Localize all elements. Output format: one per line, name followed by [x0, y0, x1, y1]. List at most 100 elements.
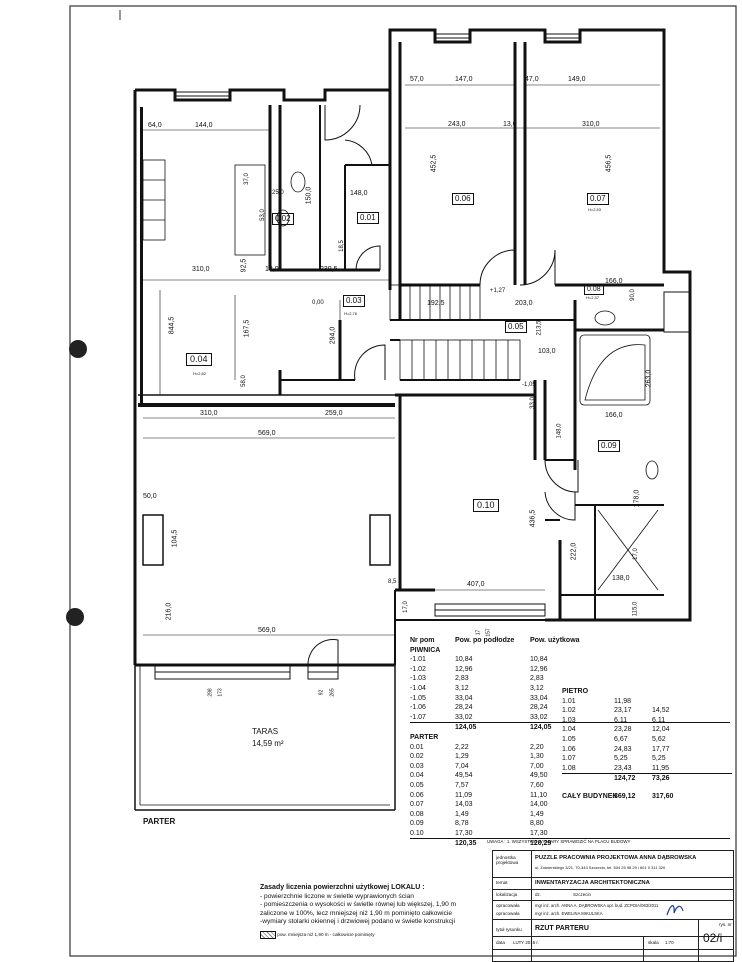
table-cell: 0.04 — [410, 772, 424, 780]
room-height: H=2,76 — [344, 311, 358, 316]
terrace-area: 14,59 m² — [252, 739, 284, 748]
table-cell: -1.07 — [410, 713, 426, 721]
pietro-total: 124,72 73,26 — [562, 773, 732, 784]
table-cell: -1.06 — [410, 704, 426, 712]
table-cell: 28,24 — [530, 704, 548, 712]
dimension: 25,0 — [272, 190, 284, 196]
table-cell: 14,00 — [530, 801, 548, 809]
dimension: 13,0 — [503, 121, 517, 128]
table-cell: 2,83 — [455, 675, 469, 683]
table-cell: 28,24 — [455, 704, 473, 712]
table-cell: 0.06 — [410, 791, 424, 799]
table-cell: 17,30 — [530, 829, 548, 837]
table-cell: 6,11 — [652, 716, 666, 724]
dimension: 147,0 — [455, 76, 473, 83]
table-cell: 1.05 — [562, 735, 576, 743]
dimension: 18,5 — [338, 240, 345, 252]
table-cell: 7,60 — [530, 781, 544, 789]
dimension: 8,5 — [388, 579, 397, 585]
room-height: H=2,53 — [588, 207, 602, 212]
date-label: data — [496, 940, 505, 945]
designer-label: opracowała — [496, 903, 520, 908]
dimension: 37,0 — [243, 173, 250, 185]
dimension: 144,0 — [195, 122, 213, 129]
location-prefix: dz. — [535, 892, 542, 897]
table-cell: 11,10 — [530, 791, 547, 799]
scale: 1:70 — [665, 940, 674, 945]
table-cell: 0.07 — [410, 801, 424, 809]
dimension: 407,0 — [467, 581, 485, 588]
dimension: 178,0 — [633, 489, 641, 508]
room-label: 0.06 — [452, 193, 474, 205]
table-header: Nr pom Pow. po podłodze Pow. użytkowa — [410, 636, 730, 646]
subject: INWENTARYZACJA ARCHITEKTONICZNA — [535, 880, 650, 886]
table-cell: 14,52 — [652, 707, 670, 715]
room-label: 0.07 — [587, 193, 609, 205]
total-floor: 124,72 — [614, 775, 636, 783]
sheet-number: 02/i — [703, 931, 723, 945]
dimension: 222,0 — [570, 542, 578, 561]
table-cell: 11,09 — [455, 791, 472, 799]
building-total: CAŁY BUDYNEK 369,12 317,60 — [562, 792, 732, 802]
binder-hole-top — [69, 340, 87, 358]
parter-total: 120,35 120,29 — [410, 838, 730, 849]
table-cell: 5,62 — [652, 735, 666, 743]
table-cell: 1.03 — [562, 716, 576, 724]
room-label: 0.03 — [343, 295, 365, 307]
table-cell: 23,43 — [614, 764, 632, 772]
binder-hole-bottom — [66, 608, 84, 626]
dimension: 18,0 — [265, 266, 279, 273]
table-cell: 0.08 — [410, 810, 424, 818]
dimension: 166,0 — [605, 278, 623, 285]
table-cell: 12,96 — [455, 665, 473, 673]
dimension: 150,0 — [305, 186, 313, 205]
table-cell: 1.06 — [562, 745, 576, 753]
rules-title: Zasady liczenia powierzchni użytkowej LO… — [260, 884, 425, 891]
rules-legend: pow. mniejsza niż 1,90 m - całkowicie po… — [260, 930, 470, 940]
header-usable-area: Pow. użytkowa — [530, 637, 580, 644]
scale-label: skala — [648, 940, 659, 945]
title-block: jednostka projektowa PUZZLE PRACOWNIA PR… — [492, 850, 734, 962]
table-cell: 5,25 — [614, 755, 628, 763]
table-cell: 23,17 — [614, 707, 632, 715]
hatch-swatch — [260, 930, 276, 939]
dimension: 192,5 — [427, 300, 445, 307]
table-cell: 14,03 — [455, 801, 473, 809]
dimension: 47,0 — [525, 76, 539, 83]
table-cell: 0.10 — [410, 829, 424, 837]
dimension: 310,0 — [192, 266, 210, 273]
table-cell: 2,20 — [530, 743, 544, 751]
table-cell: 5,25 — [652, 755, 666, 763]
rules-line: - powierzchnie liczone w świetle wyprawi… — [260, 892, 414, 900]
table-cell: 2,83 — [530, 675, 544, 683]
dimension: 33,0 — [529, 397, 536, 409]
table-cell: 3,12 — [530, 684, 544, 692]
total-floor: 124,05 — [455, 724, 477, 732]
dimension: 104,5 — [171, 529, 179, 548]
table-cell: 7,00 — [530, 762, 544, 770]
subject-label: temat — [496, 880, 508, 885]
header-nr: Nr pom — [410, 637, 435, 644]
table-cell: 49,54 — [455, 772, 473, 780]
total-usable: 120,29 — [530, 840, 552, 848]
room-label: 0.02 — [272, 213, 294, 225]
walls — [133, 28, 692, 811]
floor-label: PARTER — [143, 817, 176, 826]
assistant-label: opracowała — [496, 911, 520, 916]
dimension: 310,0 — [200, 410, 218, 417]
table-cell: 24,83 — [614, 745, 632, 753]
office-label: jednostka projektowa — [496, 855, 519, 865]
total-floor: 120,35 — [455, 840, 477, 848]
dimension: 265 — [329, 688, 336, 697]
stairs — [389, 284, 575, 381]
room-label: 0.09 — [598, 440, 620, 452]
